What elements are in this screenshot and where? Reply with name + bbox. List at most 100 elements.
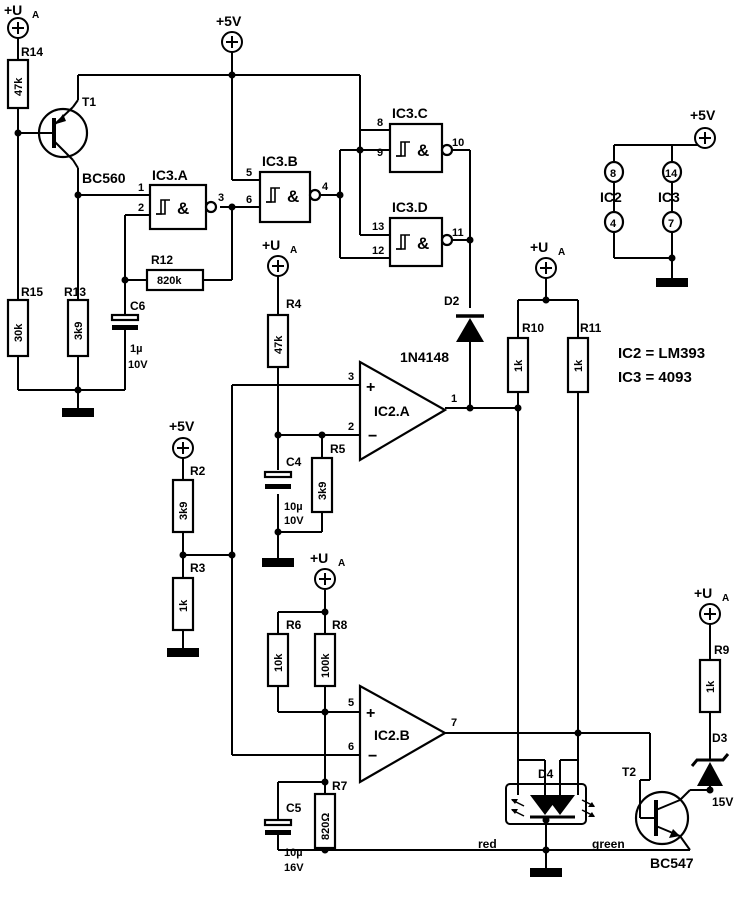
resistor-r6-body <box>266 632 290 688</box>
resistor-r12-body <box>145 268 205 292</box>
junction-dot <box>706 786 714 794</box>
junction-dot <box>179 551 187 559</box>
zener-d3-voltage: 15V <box>712 795 733 809</box>
gate-ic3c-pin-out: 10 <box>452 137 464 149</box>
supply-label-r14: +U <box>4 2 22 18</box>
gate-ic3b-pin-out: 4 <box>322 181 329 193</box>
gate-ic3c-body <box>388 122 444 174</box>
transistor-t2-type: BC547 <box>650 855 694 871</box>
junction-dot <box>321 778 329 786</box>
capacitor-c5-plate-negative <box>265 830 291 835</box>
ic3-vdd-pin <box>661 160 683 184</box>
resistor-r3-value: 1k <box>178 599 190 612</box>
diode-d2-triangle-icon <box>456 318 484 342</box>
resistor-r9-body <box>698 658 722 714</box>
opamp-ic2a-pin-out: 1 <box>451 393 457 405</box>
resistor-r14-value: 47k <box>13 77 25 96</box>
resistor-r3-ref: R3 <box>190 561 206 575</box>
gate-ic3b: & IC3.B 5 6 4 <box>246 153 329 224</box>
opamp-ic2b-pin-out: 7 <box>451 717 457 729</box>
capacitor-c6-voltage: 10V <box>128 359 148 371</box>
gate-ic3b-symbol: & <box>287 187 299 206</box>
junction-dot <box>542 296 550 304</box>
gate-ic3a: & IC3.A 1 2 3 <box>138 167 224 231</box>
ic3-vss-pin-number: 7 <box>668 218 674 230</box>
resistor-r9-value: 1k <box>705 680 717 693</box>
capacitor-c6-plate-positive <box>110 313 140 322</box>
junction-dot <box>574 729 582 737</box>
diode-d2-type: 1N4148 <box>400 349 449 365</box>
gate-ic3b-inversion-bubble <box>308 188 322 202</box>
resistor-r10-ref: R10 <box>522 321 544 335</box>
led-d4-red-label: red <box>478 837 497 851</box>
opamp-ic2a-body <box>358 360 448 462</box>
resistor-r8-body <box>313 632 337 688</box>
gate-ic3b-label: IC3.B <box>262 153 298 169</box>
opamp-ic2a-minus-icon: − <box>368 428 377 445</box>
supply-terminals: +U A +5V +U A +U A +5V +U A +U A +5V <box>4 2 729 625</box>
opamp-ic2b-pin-minus: 6 <box>348 741 354 753</box>
resistor-r10-body <box>506 336 530 394</box>
led-d4: D4 red green <box>478 767 625 851</box>
supply-terminal-icon <box>172 437 194 459</box>
led-d4-ref: D4 <box>538 767 554 781</box>
gate-ic3c-label: IC3.C <box>392 105 428 121</box>
resistor-r11-body <box>566 336 590 394</box>
supply-label-r10: +U <box>530 239 548 255</box>
resistor-r14-ref: R14 <box>21 45 43 59</box>
gate-ic3d: & IC3.D 13 12 11 <box>372 199 464 268</box>
gate-ic3d-symbol: & <box>417 234 429 253</box>
ic3-power-label: IC3 <box>658 189 680 205</box>
capacitors: C6 1µ 10V C4 10µ 10V C5 10µ 16V <box>110 299 304 874</box>
ic3-vss-pin <box>661 210 683 234</box>
supply-terminal-icon <box>221 31 243 53</box>
resistor-r6-ref: R6 <box>286 618 302 632</box>
note-ic3-type: IC3 = 4093 <box>618 369 692 386</box>
supply-label-r14-sub: A <box>32 10 39 21</box>
resistor-r11-value: 1k <box>573 359 585 372</box>
resistor-r12-ref: R12 <box>151 253 173 267</box>
gate-ic3d-label: IC3.D <box>392 199 428 215</box>
gate-ic3c-pin-in2: 9 <box>377 147 383 159</box>
resistor-r4-value: 47k <box>273 335 285 354</box>
zener-d3-triangle-icon <box>697 762 723 786</box>
capacitor-c5-plate-positive <box>263 818 293 827</box>
junction-dot <box>14 129 22 137</box>
resistor-r12-value: 820k <box>157 275 182 287</box>
opamp-ic2b-label: IC2.B <box>374 727 410 743</box>
opamp-ic2a: + − IC2.A 3 2 1 <box>348 360 457 462</box>
resistor-r6-value: 10k <box>273 653 285 672</box>
transistor-t2-collector-lead <box>655 799 681 811</box>
resistor-r7-value: 820Ω <box>320 813 332 840</box>
resistor-r14-body <box>6 58 30 110</box>
led-d4-package <box>505 783 587 825</box>
resistors: R14 47k R15 30k R13 3k9 R12 820k R4 47k … <box>6 45 730 850</box>
ic2-vcc-pin <box>603 160 625 184</box>
opamp-ic2a-plus-icon: + <box>366 379 375 396</box>
resistor-r10-value: 1k <box>513 359 525 372</box>
resistor-r9-ref: R9 <box>714 643 730 657</box>
ic-type-notes: IC2 = LM393 IC3 = 4093 <box>618 345 705 386</box>
gate-ic3d-pin-in2: 12 <box>372 245 384 257</box>
resistor-r7-ref: R7 <box>332 779 348 793</box>
junction-dot <box>74 191 82 199</box>
transistor-t2: T2 BC547 <box>622 765 694 871</box>
capacitor-c6-ref: C6 <box>130 299 146 313</box>
transistor-t1-ref: T1 <box>82 95 96 109</box>
resistor-r13-ref: R13 <box>64 285 86 299</box>
junction-dot <box>514 404 522 412</box>
junction-dot <box>121 276 129 284</box>
resistor-r5-ref: R5 <box>330 442 346 456</box>
ic2-gnd-pin-number: 4 <box>610 218 617 230</box>
supply-terminal-icon <box>694 127 716 149</box>
opamp-ic2b-pin-plus: 5 <box>348 697 354 709</box>
junction-dot <box>466 236 474 244</box>
resistor-r15-body <box>6 298 30 358</box>
junction-dot <box>466 404 474 412</box>
junction-dot <box>542 846 550 854</box>
gate-ic3a-pin-in1: 1 <box>138 182 144 194</box>
junction-dot <box>668 254 676 262</box>
ground-symbol <box>167 648 199 657</box>
capacitor-c4-plate-negative <box>265 484 291 489</box>
